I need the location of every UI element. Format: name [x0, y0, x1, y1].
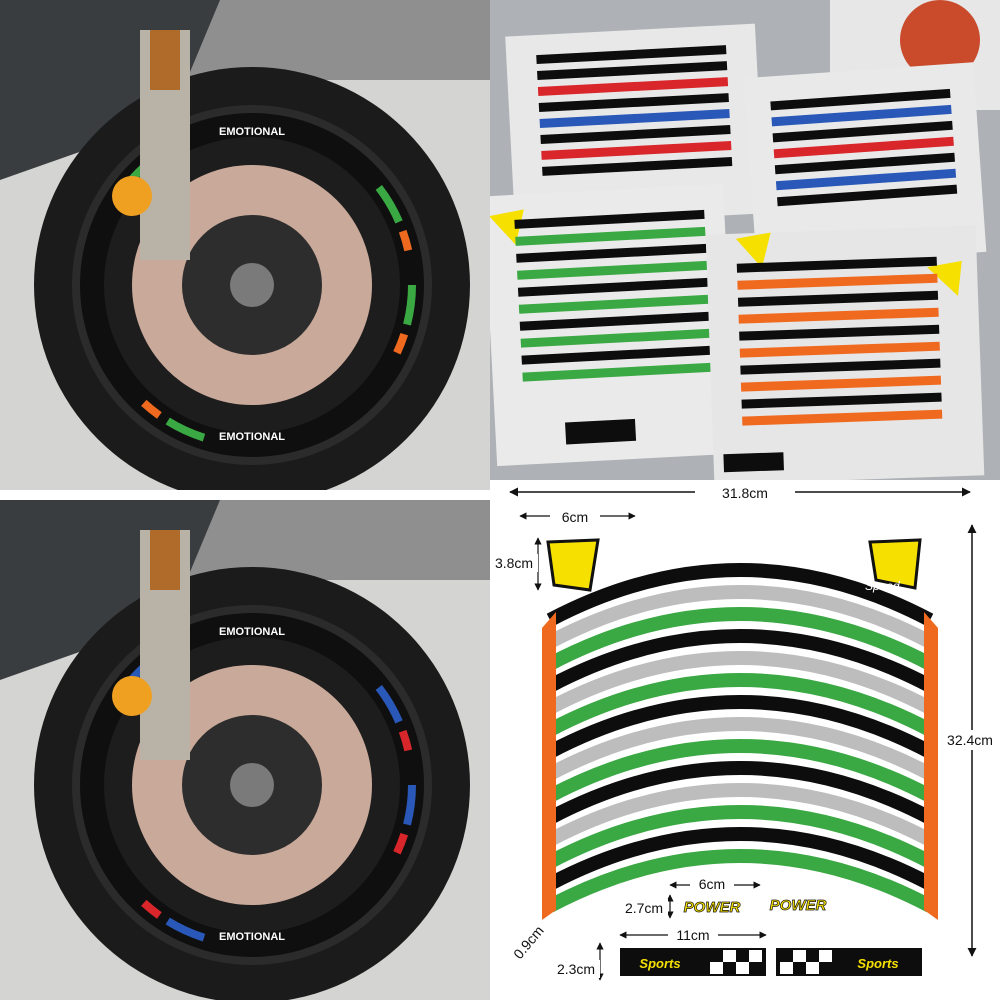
power-decal-2: POWER: [770, 897, 827, 914]
total-height-label: 32.4cm: [947, 732, 993, 748]
sports-decal-1: Sports: [620, 948, 766, 976]
power-decal-1: POWER: [684, 899, 741, 916]
corner-sticker-left: [546, 538, 600, 592]
total-width-label: 31.8cm: [722, 485, 768, 501]
wheel-photo-2: EMOTIONAL EMOTIONAL: [0, 500, 490, 1000]
photo-sticker-sheets: [490, 0, 1000, 490]
photo-wheel-green-orange: EMOTIONAL EMOTIONAL: [0, 0, 490, 490]
sports-decal-2: Sports: [776, 948, 922, 976]
strip-text-emotional: EMOTIONAL: [680, 539, 752, 553]
power-height-label: 2.7cm: [625, 900, 663, 916]
sticker-sheets-photo: [490, 0, 1000, 490]
photo-wheel-blue-red: EMOTIONAL EMOTIONAL: [0, 500, 490, 1000]
sports-width-label: 11cm: [676, 927, 709, 943]
sports-decal-text-1: Sports: [639, 956, 680, 971]
dimension-diagram-svg: 31.8cm 6cm 3.8cm 32.4cm: [490, 480, 1000, 1000]
rim-strips: [542, 563, 938, 920]
power-width-label: 6cm: [699, 876, 725, 892]
sports-decal-text-2: Sports: [857, 956, 898, 971]
rim-text-top: EMOTIONAL: [219, 126, 285, 138]
corner-height-label: 3.8cm: [495, 555, 533, 571]
dimension-diagram: 31.8cm 6cm 3.8cm 32.4cm: [490, 480, 1000, 1000]
rim-text-bottom: EMOTIONAL: [219, 431, 285, 443]
sports-height-label: 2.3cm: [557, 961, 595, 977]
strip-text-speed: Speed: [865, 579, 900, 593]
corner-sticker-right: [868, 538, 922, 590]
strip-width-label: 6cm: [562, 509, 588, 525]
wheel-photo-1: EMOTIONAL EMOTIONAL: [0, 0, 490, 490]
rim-text-bottom-2: EMOTIONAL: [219, 931, 285, 943]
rim-text-top-2: EMOTIONAL: [219, 626, 285, 638]
